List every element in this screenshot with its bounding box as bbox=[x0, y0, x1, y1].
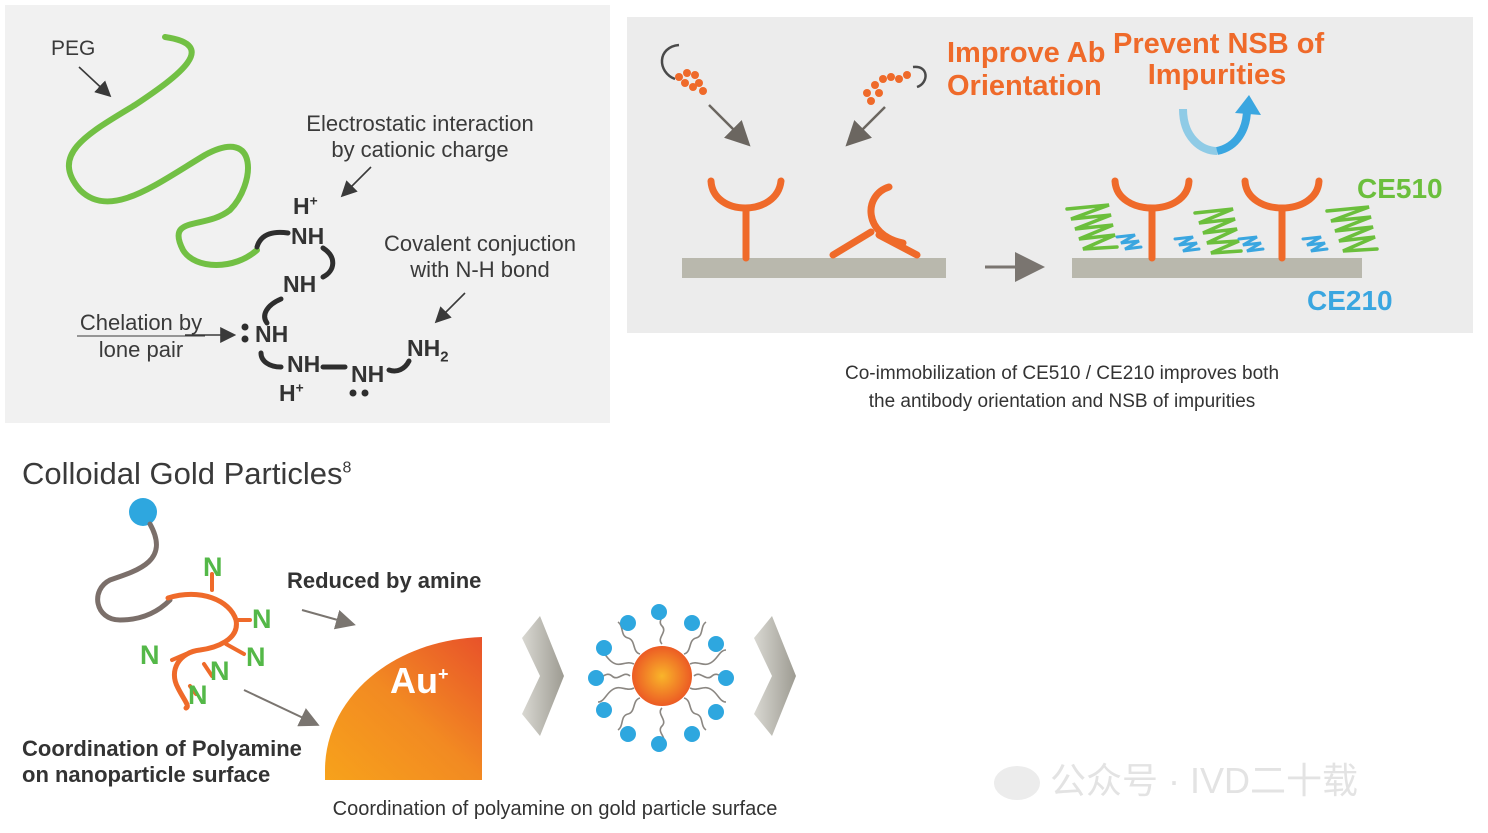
coordination-polyamine-label: Coordination of Polyamine on nanoparticl… bbox=[22, 736, 302, 788]
orange-beads-left bbox=[675, 69, 707, 95]
nsb-arrowhead bbox=[1235, 95, 1261, 115]
antibody-upright-right-1 bbox=[1111, 177, 1193, 262]
polyamine-seg-6 bbox=[386, 358, 412, 374]
peg-chain bbox=[66, 34, 260, 268]
antibody-tail-left bbox=[660, 43, 680, 81]
nh-group-2: NH bbox=[283, 271, 317, 297]
chelation-label: Chelation by lone pair bbox=[71, 309, 211, 363]
watermark-text: 公众号 · IVD二十载 bbox=[1050, 760, 1359, 801]
chevron-arrow-1 bbox=[522, 616, 564, 736]
improve-line1: Improve Ab bbox=[947, 37, 1106, 69]
caption-line1: Co-immobilization of CE510 / CE210 impro… bbox=[844, 363, 1280, 384]
nh-group-3: NH bbox=[255, 321, 289, 347]
orange-branches bbox=[170, 572, 252, 696]
orange-polyamine bbox=[165, 592, 239, 711]
wechat-watermark: 公众号 · IVD二十载 bbox=[994, 752, 1358, 804]
title-superscript: 8 bbox=[342, 459, 352, 477]
antibody-tail-right bbox=[912, 65, 927, 89]
h-plus-bottom: H+ bbox=[279, 380, 304, 406]
caption-line2: the antibody orientation and NSB of impu… bbox=[868, 391, 1256, 412]
gold-nanoparticle bbox=[632, 646, 692, 706]
co-immobilization-caption: Co-immobilization of CE510 / CE210 impro… bbox=[700, 360, 1424, 416]
prevent-nsb-label: Prevent NSB of Impurities bbox=[1113, 28, 1325, 91]
h-plus-top: H+ bbox=[293, 193, 318, 219]
orange-beads-right bbox=[863, 71, 911, 105]
reduced-arrow bbox=[301, 609, 356, 630]
sensor-surface-right bbox=[1072, 258, 1362, 278]
ligand-end-beads bbox=[588, 604, 734, 752]
covalent-line1: Covalent conjuction bbox=[383, 231, 576, 256]
improve-line2: Orientation bbox=[947, 70, 1102, 102]
au-text: Au bbox=[390, 660, 438, 701]
ce510-green-coils bbox=[1065, 203, 1379, 255]
peg-label: PEG bbox=[51, 37, 96, 60]
chevron-arrow-2 bbox=[754, 616, 796, 736]
nh-group-4: NH bbox=[287, 351, 321, 377]
au-plus-label: Au+ bbox=[390, 660, 449, 702]
nh-group-1: NH bbox=[291, 223, 325, 249]
electrostatic-label: Electrostatic interaction by cationic ch… bbox=[294, 111, 546, 163]
lone-pair-dot bbox=[349, 389, 357, 397]
ce510-label: CE510 bbox=[1357, 173, 1443, 204]
polyamine-seg-2 bbox=[320, 245, 336, 280]
nh2-group: NH2 bbox=[407, 335, 449, 366]
electrostatic-line1: Electrostatic interaction bbox=[306, 111, 534, 136]
gold-surface-shape bbox=[325, 637, 482, 780]
peg-amine-panel: PEG Electrostatic interaction by cationi… bbox=[5, 5, 610, 423]
gray-tether bbox=[95, 521, 173, 623]
ce210-label: CE210 bbox=[1307, 285, 1393, 316]
colloidal-title-text: Colloidal Gold Particles bbox=[22, 456, 343, 491]
n-label-5: N bbox=[210, 656, 230, 686]
polyamine-seg-4 bbox=[258, 350, 284, 370]
n-label-3: N bbox=[140, 640, 160, 670]
polyamine-seg-1 bbox=[254, 229, 291, 250]
covalent-label: Covalent conjuction with N-H bond bbox=[373, 231, 587, 283]
colloidal-gold-caption: Coordination of polyamine on gold partic… bbox=[332, 798, 778, 820]
peg-end-bead bbox=[129, 498, 157, 526]
nh-group-5: NH bbox=[351, 361, 385, 387]
n-label-4: N bbox=[246, 642, 266, 672]
wechat-icon bbox=[994, 766, 1040, 801]
n-label-2: N bbox=[252, 604, 272, 634]
n-label-6: N bbox=[188, 680, 208, 710]
lone-pair-dot bbox=[241, 323, 249, 331]
co-immobilization-panel: Improve Ab Orientation Prevent NSB of Im… bbox=[627, 17, 1473, 333]
lone-pair-dot bbox=[361, 389, 369, 397]
electrostatic-line2: by cationic charge bbox=[331, 137, 509, 162]
au-superscript: + bbox=[438, 664, 449, 684]
nsb-curved-arrow-left bbox=[1179, 108, 1218, 155]
coordination-line2: on nanoparticle surface bbox=[22, 762, 271, 787]
improve-orientation-label: Improve Ab Orientation bbox=[947, 37, 1105, 103]
peg-arrow bbox=[78, 66, 112, 98]
chelation-line2: lone pair bbox=[98, 337, 184, 362]
arrow-down-right bbox=[845, 106, 886, 147]
polyamine-seg-3 bbox=[262, 296, 284, 326]
sensor-surface-left bbox=[682, 258, 946, 278]
coordination-line1: Coordination of Polyamine bbox=[22, 736, 302, 761]
nsb-curved-arrow-right bbox=[1215, 108, 1251, 155]
electrostatic-arrow bbox=[340, 166, 372, 198]
antibody-upright-right-2 bbox=[1241, 177, 1323, 262]
co-immobilization-drawing bbox=[660, 43, 1379, 282]
ce210-blue-coils bbox=[1115, 233, 1329, 253]
antibody-tilted-left bbox=[829, 183, 921, 259]
chelation-line1: Chelation by bbox=[79, 310, 203, 335]
antibody-upright-left bbox=[707, 177, 785, 262]
lone-pair-dot bbox=[241, 335, 249, 343]
coordination-arrow bbox=[243, 689, 320, 727]
reduced-by-amine-label: Reduced by amine bbox=[287, 568, 482, 593]
colloidal-gold-title: Colloidal Gold Particles8 bbox=[22, 456, 351, 492]
covalent-arrow bbox=[434, 292, 466, 324]
prevent-line1: Prevent NSB of bbox=[1113, 28, 1325, 60]
peg-amine-drawing bbox=[66, 34, 466, 397]
n-label-1: N bbox=[203, 552, 223, 582]
prevent-line2: Impurities bbox=[1147, 59, 1287, 91]
arrow-down-left bbox=[708, 104, 751, 147]
covalent-line2: with N-H bond bbox=[410, 257, 550, 282]
